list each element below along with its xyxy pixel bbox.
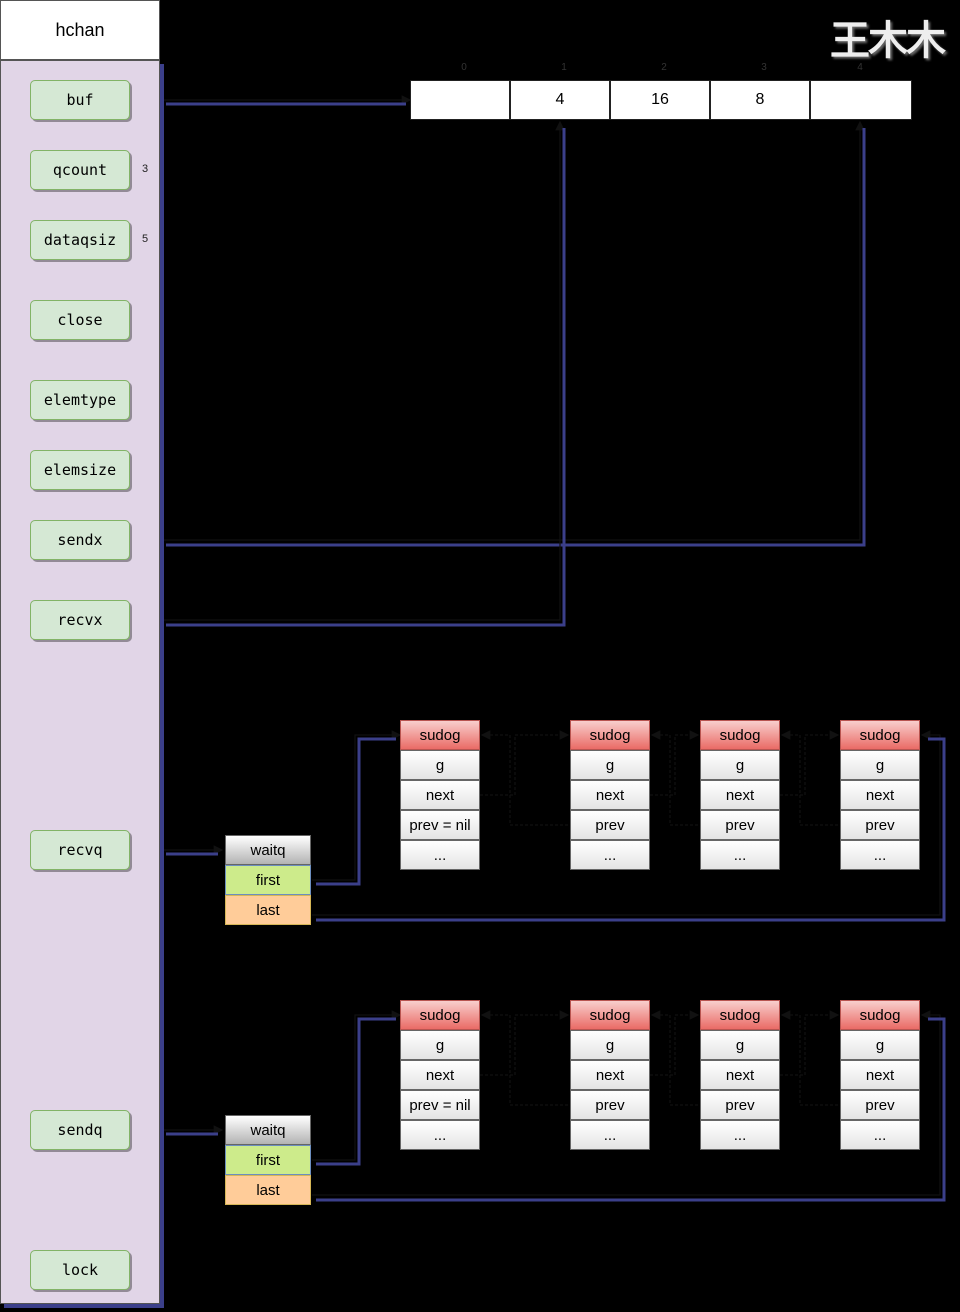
recvq-sudog-more: ... bbox=[400, 840, 480, 870]
sendq-waitq-last: last bbox=[225, 1175, 311, 1205]
recvq-sudog-g: g bbox=[840, 750, 920, 780]
sendq-sudog-prev: prev bbox=[570, 1090, 650, 1120]
field-qcount[interactable]: qcount bbox=[30, 150, 130, 190]
qcount-value: 3 bbox=[142, 163, 149, 175]
sendq-sudog-prev: prev bbox=[840, 1090, 920, 1120]
hchan-struct-panel bbox=[0, 60, 160, 1304]
recvq-sudog-prev: prev = nil bbox=[400, 810, 480, 840]
field-elemtype[interactable]: elemtype bbox=[30, 380, 130, 420]
buffer-index: 1 bbox=[561, 62, 567, 73]
field-dataqsiz[interactable]: dataqsiz bbox=[30, 220, 130, 260]
buffer-cell: 8 bbox=[710, 80, 810, 120]
field-recvx[interactable]: recvx bbox=[30, 600, 130, 640]
sendq-sudog-header: sudog bbox=[400, 1000, 480, 1030]
sendq-sudog-g: g bbox=[570, 1030, 650, 1060]
recvq-waitq-header: waitq bbox=[225, 835, 311, 865]
sendq-sudog-header: sudog bbox=[570, 1000, 650, 1030]
sendq-sudog-g: g bbox=[400, 1030, 480, 1060]
sendq-sudog-g: g bbox=[700, 1030, 780, 1060]
sendq-sudog-prev: prev = nil bbox=[400, 1090, 480, 1120]
sendq-waitq-first: first bbox=[225, 1145, 311, 1175]
buffer-index: 3 bbox=[761, 62, 767, 73]
sendq-sudog-more: ... bbox=[840, 1120, 920, 1150]
sendq-sudog-more: ... bbox=[400, 1120, 480, 1150]
recvq-sudog-header: sudog bbox=[570, 720, 650, 750]
recvq-sudog-prev: prev bbox=[700, 810, 780, 840]
sendq-sudog-header: sudog bbox=[700, 1000, 780, 1030]
recvq-sudog-g: g bbox=[570, 750, 650, 780]
field-lock[interactable]: lock bbox=[30, 1250, 130, 1290]
field-buf[interactable]: buf bbox=[30, 80, 130, 120]
recvq-sudog-more: ... bbox=[700, 840, 780, 870]
dataqsiz-value: 5 bbox=[142, 233, 149, 245]
field-close[interactable]: close bbox=[30, 300, 130, 340]
sendq-sudog-more: ... bbox=[570, 1120, 650, 1150]
watermark-logo: 王木木 bbox=[830, 19, 946, 63]
sendq-sudog-next: next bbox=[840, 1060, 920, 1090]
buffer-index: 4 bbox=[857, 62, 863, 73]
recvq-sudog-header: sudog bbox=[840, 720, 920, 750]
buffer-cell: 4 bbox=[510, 80, 610, 120]
recvq-sudog-more: ... bbox=[570, 840, 650, 870]
recvq-waitq-last: last bbox=[225, 895, 311, 925]
recvq-sudog-header: sudog bbox=[700, 720, 780, 750]
sendq-sudog-prev: prev bbox=[700, 1090, 780, 1120]
sendq-sudog-next: next bbox=[570, 1060, 650, 1090]
recvq-sudog-next: next bbox=[840, 780, 920, 810]
sendq-sudog-next: next bbox=[700, 1060, 780, 1090]
recvq-waitq-first: first bbox=[225, 865, 311, 895]
recvq-sudog-next: next bbox=[570, 780, 650, 810]
hchan-title: hchan bbox=[0, 0, 160, 60]
recvq-sudog-header: sudog bbox=[400, 720, 480, 750]
buffer-index: 0 bbox=[461, 62, 467, 73]
sendq-sudog-g: g bbox=[840, 1030, 920, 1060]
recvq-sudog-more: ... bbox=[840, 840, 920, 870]
field-sendq[interactable]: sendq bbox=[30, 1110, 130, 1150]
field-recvq[interactable]: recvq bbox=[30, 830, 130, 870]
sendq-sudog-more: ... bbox=[700, 1120, 780, 1150]
buffer-index: 2 bbox=[661, 62, 667, 73]
recvq-sudog-prev: prev bbox=[570, 810, 650, 840]
field-sendx[interactable]: sendx bbox=[30, 520, 130, 560]
recvq-sudog-g: g bbox=[700, 750, 780, 780]
recvq-sudog-next: next bbox=[400, 780, 480, 810]
sendq-sudog-next: next bbox=[400, 1060, 480, 1090]
buffer-cell: 16 bbox=[610, 80, 710, 120]
field-elemsize[interactable]: elemsize bbox=[30, 450, 130, 490]
recvq-sudog-next: next bbox=[700, 780, 780, 810]
buffer-cell bbox=[410, 80, 510, 120]
buffer-cell bbox=[810, 80, 912, 120]
sendq-waitq-header: waitq bbox=[225, 1115, 311, 1145]
sendq-sudog-header: sudog bbox=[840, 1000, 920, 1030]
recvq-sudog-prev: prev bbox=[840, 810, 920, 840]
recvq-sudog-g: g bbox=[400, 750, 480, 780]
